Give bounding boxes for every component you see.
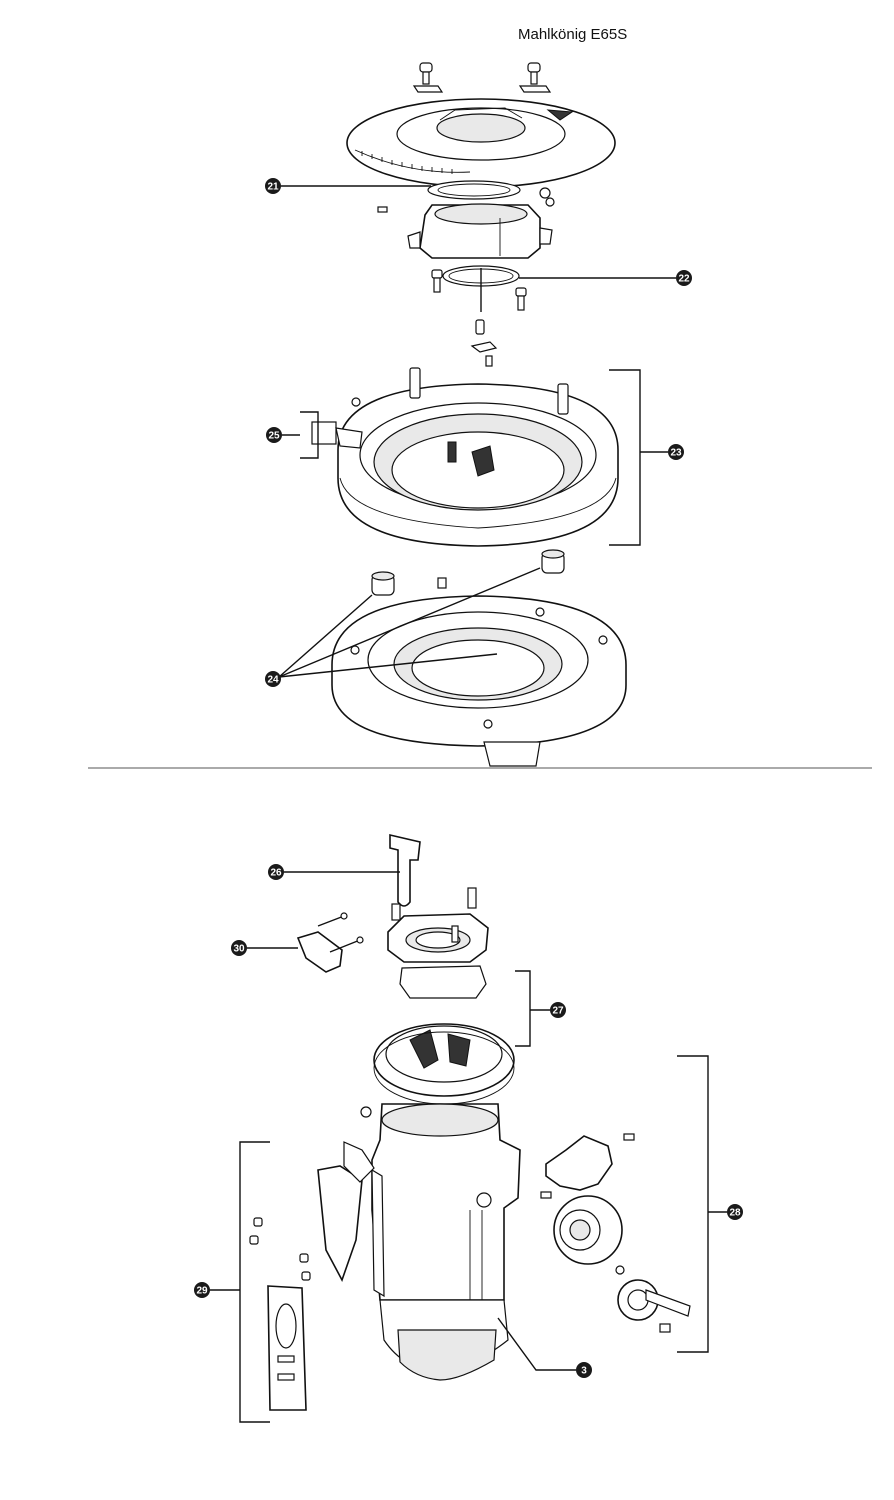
svg-text:3: 3 [581,1366,587,1377]
o-ring-22 [442,265,520,312]
dial-base-housing [407,203,553,259]
upper-leader-lines [278,185,676,678]
lower-leader-lines [210,871,727,1423]
bracket-30 [296,912,364,973]
svg-text:26: 26 [270,868,282,879]
diagram-title: Mahlkönig E65S [518,26,628,43]
grinder-ring-23 [311,367,619,547]
svg-text:25: 25 [268,431,280,442]
svg-text:27: 27 [552,1006,564,1017]
callout-24: 24 [265,671,281,687]
callout-25: 25 [266,427,282,443]
callout-30: 30 [231,940,247,956]
adjustment-dial-disc [346,98,616,188]
callout-3: 3 [576,1362,592,1378]
svg-text:29: 29 [196,1286,208,1297]
gear-assembly-28 [540,1133,691,1333]
svg-text:28: 28 [729,1208,741,1219]
side-cover-29 [249,1141,375,1411]
base-plate [331,595,627,767]
callout-21: 21 [265,178,281,194]
motor-body-3 [360,1103,521,1381]
svg-text:21: 21 [267,182,279,193]
svg-text:23: 23 [670,448,682,459]
burr-carrier-27 [387,887,489,999]
mid-screws [431,269,527,367]
burr-ring [373,1023,515,1105]
svg-text:30: 30 [233,944,245,955]
callout-26: 26 [268,864,284,880]
callout-28: 28 [727,1204,743,1220]
callout-29: 29 [194,1282,210,1298]
svg-text:24: 24 [267,675,279,686]
top-screws [412,62,552,93]
flap-cover-26 [389,833,421,907]
callout-27: 27 [550,1002,566,1018]
small-washer-parts [377,187,555,213]
callout-22: 22 [676,270,692,286]
callout-23: 23 [668,444,684,460]
svg-text:22: 22 [678,274,690,285]
seal-ring-21 [427,180,521,200]
